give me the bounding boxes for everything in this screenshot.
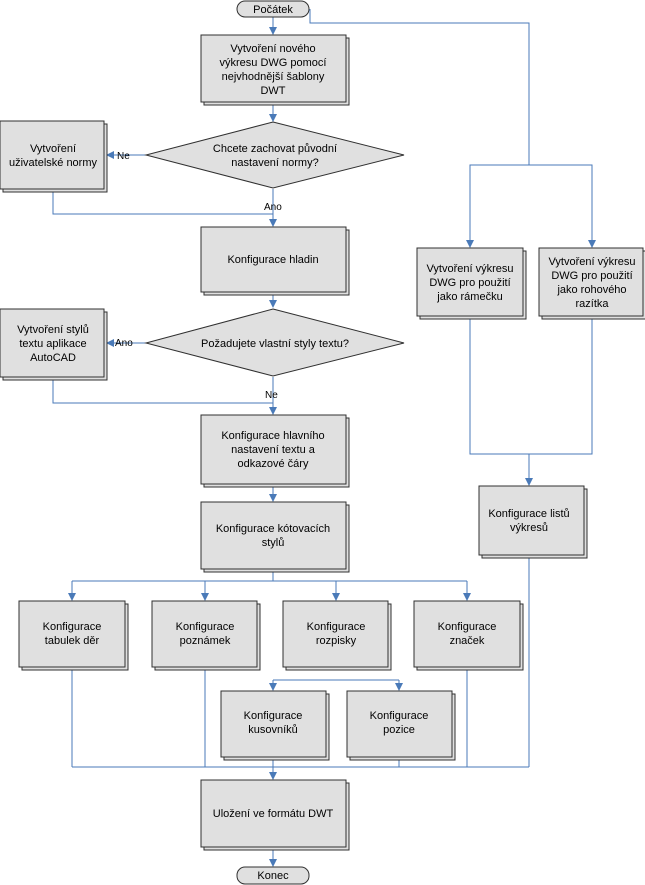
box-save-dwt: Uložení ve formátu DWT bbox=[200, 779, 350, 851]
box-config-dim-styles-line: Konfigurace kótovacích bbox=[216, 523, 330, 535]
box-config-title-blocks: Konfigurace rozpisky bbox=[282, 600, 392, 671]
box-config-hole-tables-line: tabulek děr bbox=[45, 635, 100, 647]
connector-textstyles-merge bbox=[52, 377, 273, 404]
box-create-text-styles-line: textu aplikace bbox=[19, 338, 86, 350]
label-no-1: Ne bbox=[117, 151, 130, 162]
box-create-corner-line: DWG pro použití bbox=[551, 270, 632, 282]
connector-start-corner bbox=[529, 164, 596, 248]
box-create-frame-line: Vytvoření výkresu bbox=[426, 263, 513, 275]
connector-start-frame bbox=[309, 9, 530, 248]
box-config-main-text-line: Konfigurace hlavního bbox=[221, 430, 324, 442]
box-create-dwg-line: Vytvoření nového bbox=[230, 43, 315, 55]
box-create-corner-line: razítka bbox=[575, 298, 609, 310]
connector-frame-merge bbox=[469, 316, 529, 455]
box-create-corner-line: jako rohového bbox=[556, 284, 626, 296]
box-config-parts-lists-line: kusovníků bbox=[248, 724, 298, 736]
box-config-main-text: Konfigurace hlavního nastavení textu a odk… bbox=[200, 414, 350, 488]
box-config-balloons-line: pozice bbox=[383, 724, 415, 736]
box-create-user-norm-line: uživatelské normy bbox=[9, 157, 98, 169]
box-create-dwg-line: DWT bbox=[260, 85, 285, 97]
box-create-user-norm: Vytvoření uživatelské normy bbox=[0, 120, 108, 193]
box-create-text-styles-line: AutoCAD bbox=[30, 352, 76, 364]
box-config-layers: Konfigurace hladin bbox=[200, 226, 350, 296]
box-create-user-norm-line: Vytvoření bbox=[30, 143, 76, 155]
decision-keep-norm: Chcete zachovat původní nastavení normy? bbox=[144, 121, 405, 189]
box-config-symbols-line: Konfigurace bbox=[438, 621, 497, 633]
connector-usernorm-merge bbox=[52, 189, 273, 215]
box-config-dim-styles-line: stylů bbox=[262, 537, 285, 549]
connectors bbox=[52, 9, 596, 867]
label-yes-2: Ano bbox=[115, 338, 133, 349]
box-config-hole-tables-line: Konfigurace bbox=[43, 621, 102, 633]
box-create-dwg: Vytvoření nového výkresu DWG pomocí nejvho… bbox=[200, 34, 350, 106]
box-config-sheets-line: Konfigurace listů bbox=[488, 508, 569, 520]
box-config-title-blocks-line: rozpisky bbox=[316, 635, 357, 647]
connector-corner-merge bbox=[529, 316, 593, 455]
end-label: Konec bbox=[257, 870, 289, 882]
box-config-symbols: Konfigurace značek bbox=[413, 600, 524, 671]
box-config-hole-tables: Konfigurace tabulek děr bbox=[18, 600, 129, 671]
decision-text-styles-line: Požadujete vlastní styly textu? bbox=[201, 338, 349, 350]
decision-text-styles: Požadujete vlastní styly textu? bbox=[144, 308, 405, 377]
decision-keep-norm-line: nastavení normy? bbox=[231, 157, 318, 169]
box-config-notes-line: Konfigurace bbox=[176, 621, 235, 633]
box-config-parts-lists: Konfigurace kusovníků bbox=[220, 690, 330, 761]
start-label: Počátek bbox=[253, 4, 293, 16]
box-create-dwg-line: nejvhodnější šablony bbox=[222, 71, 325, 83]
box-config-sheets: Konfigurace listů výkresů bbox=[478, 485, 588, 559]
box-save-dwt-line: Uložení ve formátu DWT bbox=[213, 808, 334, 820]
box-config-sheets-line: výkresů bbox=[510, 522, 548, 534]
box-config-main-text-line: odkazové čáry bbox=[238, 458, 309, 470]
box-create-frame-line: DWG pro použití bbox=[429, 277, 510, 289]
label-yes-1: Ano bbox=[264, 202, 282, 213]
box-config-title-blocks-line: Konfigurace bbox=[307, 621, 366, 633]
box-config-dim-styles: Konfigurace kótovacích stylů bbox=[200, 501, 350, 573]
start-terminator: Počátek bbox=[236, 0, 310, 18]
box-config-notes-line: poznámek bbox=[180, 635, 231, 647]
box-config-layers-line: Konfigurace hladin bbox=[227, 254, 318, 266]
label-no-2: Ne bbox=[265, 390, 278, 401]
box-create-corner-line: Vytvoření výkresu bbox=[548, 256, 635, 268]
box-create-text-styles-line: Vytvoření stylů bbox=[17, 324, 89, 336]
box-config-symbols-line: značek bbox=[450, 635, 485, 647]
box-config-balloons: Konfigurace pozice bbox=[346, 690, 456, 761]
box-config-main-text-line: nastavení textu a bbox=[231, 444, 316, 456]
box-config-balloons-line: Konfigurace bbox=[370, 710, 429, 722]
box-config-notes: Konfigurace poznámek bbox=[151, 600, 261, 671]
box-create-dwg-line: výkresu DWG pomocí bbox=[220, 57, 327, 69]
end-terminator: Konec bbox=[236, 866, 310, 885]
box-create-frame-line: jako rámečku bbox=[436, 291, 502, 303]
box-config-parts-lists-line: Konfigurace bbox=[244, 710, 303, 722]
decision-keep-norm-line: Chcete zachovat původní bbox=[213, 143, 337, 155]
